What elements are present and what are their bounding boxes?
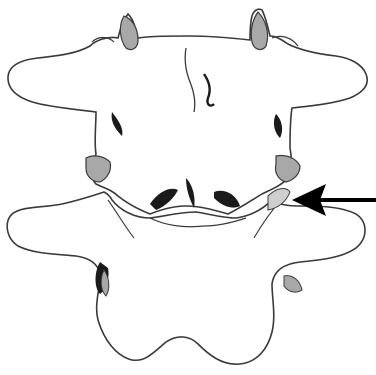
- upper-vertebra: [8, 9, 367, 214]
- lower-vertebra: [7, 189, 365, 365]
- lower-vertebra-body: [7, 192, 365, 364]
- right-facet-joint: [275, 155, 300, 182]
- lower-right-facet: [284, 276, 302, 292]
